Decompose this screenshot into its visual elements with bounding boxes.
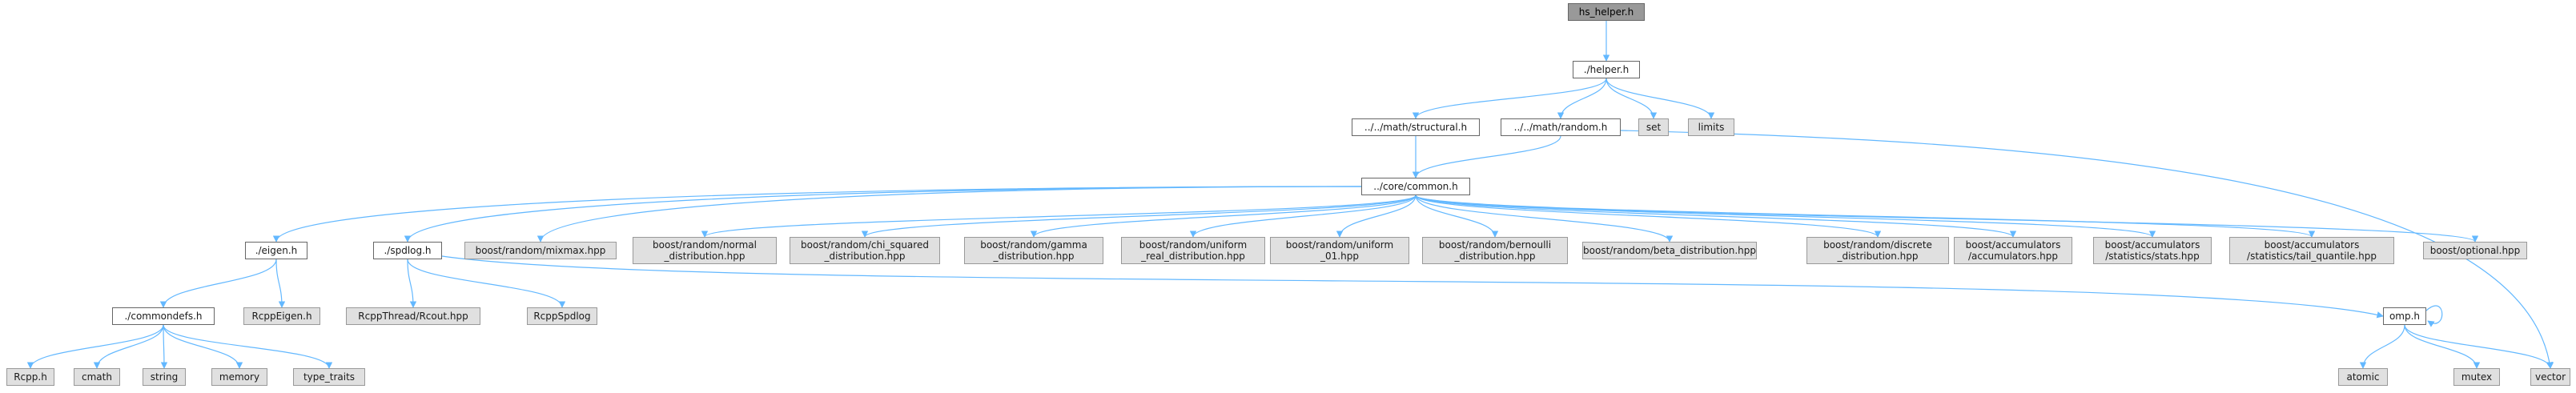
edge-eigen-h-to-commondefs-h	[159, 259, 277, 308]
node-boost-accumulators-statistics-stats-hpp: boost/accumulators /statistics/stats.hpp	[2093, 237, 2212, 264]
node-math-random-h[interactable]: ../../math/random.h	[1501, 118, 1621, 136]
node-core-common-h[interactable]: ../core/common.h	[1361, 178, 1470, 195]
edge-omp-h-to-atomic	[2359, 324, 2405, 369]
node-memory: memory	[211, 368, 267, 386]
node-boost-random-normal-distribution-hpp: boost/random/normal _distribution.hpp	[633, 237, 777, 264]
edge-commondefs-h-to-cmath	[93, 324, 164, 369]
edges	[26, 21, 2554, 369]
edge-helper-h-to-math-structural-h	[1412, 78, 1607, 119]
node-spdlog-h[interactable]: ./spdlog.h	[373, 242, 442, 259]
edge-helper-h-to-set	[1605, 78, 1658, 119]
node-boost-optional-hpp: boost/optional.hpp	[2423, 242, 2527, 259]
node-boost-random-mixmax-hpp: boost/random/mixmax.hpp	[464, 242, 617, 259]
edge-core-common-h-to-boost-random-bernoulli-distribution-hpp	[1415, 194, 1499, 238]
edge-core-common-h-to-boost-random-normal-distribution-hpp	[701, 194, 1417, 238]
node-boost-random-discrete-distribution-hpp: boost/random/discrete _distribution.hpp	[1806, 237, 1949, 264]
edge-math-random-h-to-vector	[1620, 130, 2554, 369]
edge-helper-h-to-math-random-h	[1557, 78, 1607, 119]
node-mutex: mutex	[2453, 368, 2500, 386]
edge-core-common-h-to-boost-random-uniform-01-hpp	[1336, 194, 1417, 238]
edge-core-common-h-to-boost-random-discrete-distribution-hpp	[1415, 194, 1882, 238]
edge-math-random-h-to-core-common-h	[1412, 135, 1561, 178]
edge-commondefs-h-to-type-traits	[163, 324, 333, 369]
node-type-traits: type_traits	[293, 368, 365, 386]
edge-core-common-h-to-boost-random-chi-squared-distribution-hpp	[862, 194, 1417, 238]
edge-core-common-h-to-boost-accumulators-accumulators-hpp	[1415, 194, 2016, 238]
node-boost-random-bernoulli-distribution-hpp: boost/random/bernoulli _distribution.hpp	[1422, 237, 1568, 264]
edge-eigen-h-to-rcppeigen-h	[275, 259, 286, 308]
edge-omp-h-to-mutex	[2404, 324, 2481, 369]
node-limits: limits	[1688, 118, 1734, 136]
edge-core-common-h-to-boost-random-gamma-distribution-hpp	[1030, 194, 1417, 238]
edge-spdlog-h-to-rcppspdlog	[407, 259, 566, 308]
edge-omp-h-to-vector	[2404, 324, 2554, 369]
edge-commondefs-h-to-rcpp-h	[26, 324, 164, 369]
edge-core-common-h-to-boost-random-beta-distribution-hpp	[1415, 194, 1674, 243]
node-rcpp-h: Rcpp.h	[6, 368, 54, 386]
node-string: string	[143, 368, 186, 386]
edge-spdlog-h-to-rcppthread-rcout-hpp	[407, 259, 417, 308]
edge-core-common-h-to-boost-accumulators-statistics-stats-hpp	[1415, 194, 2156, 238]
node-commondefs-h[interactable]: ./commondefs.h	[112, 307, 215, 325]
edge-core-common-h-to-boost-optional-hpp	[1415, 194, 2478, 243]
edge-commondefs-h-to-string	[160, 324, 168, 369]
node-rcppeigen-h: RcppEigen.h	[243, 307, 320, 325]
node-hs-helper-h[interactable]: hs_helper.h	[1568, 3, 1645, 21]
node-boost-random-uniform-01-hpp: boost/random/uniform _01.hpp	[1270, 237, 1409, 264]
node-boost-random-beta-distribution-hpp: boost/random/beta_distribution.hpp	[1582, 242, 1757, 259]
edge-helper-h-to-limits	[1605, 78, 1715, 119]
edge-core-common-h-to-boost-random-mixmax-hpp	[536, 186, 1362, 243]
edge-omp-h-to-omp-h	[2425, 305, 2443, 327]
node-boost-accumulators-accumulators-hpp: boost/accumulators /accumulators.hpp	[1954, 237, 2072, 264]
node-boost-random-uniform-real-distribution-hpp: boost/random/uniform _real_distribution.…	[1121, 237, 1265, 264]
node-atomic: atomic	[2338, 368, 2388, 386]
node-omp-h[interactable]: omp.h	[2383, 307, 2426, 325]
node-rcppthread-rcout-hpp: RcppThread/Rcout.hpp	[346, 307, 480, 325]
node-boost-random-chi-squared-distribution-hpp: boost/random/chi_squared _distribution.h…	[790, 237, 940, 264]
node-eigen-h[interactable]: ./eigen.h	[245, 242, 307, 259]
node-boost-random-gamma-distribution-hpp: boost/random/gamma _distribution.hpp	[964, 237, 1103, 264]
edge-core-common-h-to-boost-random-uniform-real-distribution-hpp	[1189, 194, 1417, 238]
edge-commondefs-h-to-memory	[163, 324, 243, 369]
node-set: set	[1638, 118, 1669, 136]
edge-spdlog-h-to-omp-h	[441, 255, 2384, 319]
node-math-structural-h[interactable]: ../../math/structural.h	[1352, 118, 1480, 136]
node-vector: vector	[2530, 368, 2570, 386]
node-boost-accumulators-statistics-tail-quantile-hpp: boost/accumulators /statistics/tail_quan…	[2229, 237, 2394, 264]
edge-core-common-h-to-boost-accumulators-statistics-tail-quantile-hpp	[1415, 194, 2315, 238]
node-rcppspdlog: RcppSpdlog	[527, 307, 597, 325]
node-helper-h[interactable]: ./helper.h	[1573, 61, 1640, 78]
node-cmath: cmath	[74, 368, 120, 386]
